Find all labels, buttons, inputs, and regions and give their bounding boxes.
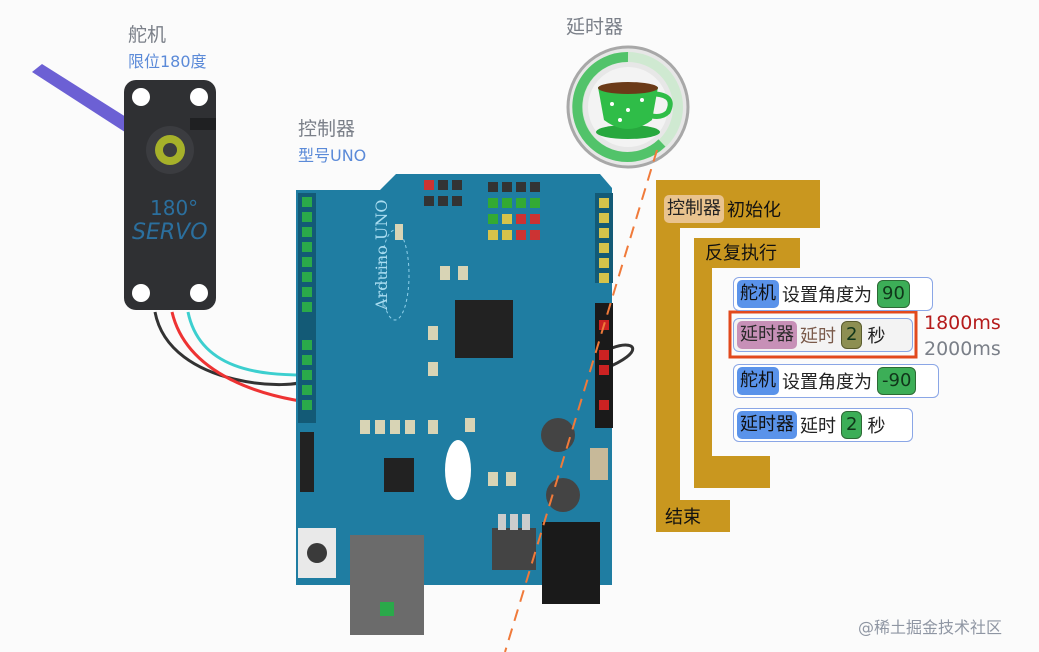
servo-set-angle-block-2[interactable]: 舵机 设置角度为 -90 — [733, 364, 939, 398]
delay-label: 延时 — [800, 416, 836, 437]
arduino-board[interactable] — [296, 174, 613, 635]
servo-chip[interactable]: 舵机 — [737, 367, 779, 395]
servo-model-label: SERVO — [132, 220, 208, 245]
servo-angle-label: 180° — [150, 196, 199, 220]
servo-subtitle: 限位180度 — [128, 52, 207, 71]
timer-device[interactable] — [566, 45, 690, 169]
init-block[interactable]: 控制器 初始化 — [664, 194, 784, 224]
guide-line — [504, 149, 658, 652]
highlight-box — [728, 310, 918, 359]
loop-label: 反复执行 — [705, 243, 777, 264]
board-label: Arduino UNO — [372, 199, 391, 311]
delay-unit: 秒 — [867, 416, 886, 437]
delay-unit: 秒 — [867, 326, 886, 347]
controller-chip[interactable]: 控制器 — [664, 195, 724, 223]
controller-title: 控制器 — [298, 118, 356, 140]
end-block[interactable]: 结束 — [662, 502, 704, 530]
angle-value-input[interactable]: -90 — [877, 367, 917, 395]
timer-chip[interactable]: 延时器 — [737, 321, 797, 349]
servo-title: 舵机 — [128, 24, 167, 46]
servo-body[interactable] — [124, 80, 216, 310]
init-label: 初始化 — [727, 200, 781, 221]
delay-value-input[interactable]: 2 — [841, 411, 863, 439]
set-angle-label: 设置角度为 — [782, 285, 872, 306]
timer-title: 延时器 — [566, 16, 624, 38]
servo-chip[interactable]: 舵机 — [737, 280, 779, 308]
timer-chip[interactable]: 延时器 — [737, 411, 797, 439]
delay-label: 延时 — [800, 326, 836, 347]
delay-block-2[interactable]: 延时器 延时 2 秒 — [733, 408, 913, 442]
end-label: 结束 — [665, 507, 701, 528]
controller-subtitle: 型号UNO — [298, 146, 367, 165]
delay-value-input[interactable]: 2 — [841, 321, 863, 349]
angle-value-input[interactable]: 90 — [877, 280, 910, 308]
expected-delay-annotation: 2000ms — [924, 338, 1001, 360]
servo-set-angle-block-1[interactable]: 舵机 设置角度为 90 — [733, 277, 933, 311]
watermark: @稀土掘金技术社区 — [858, 618, 1003, 637]
set-angle-label: 设置角度为 — [782, 372, 872, 393]
loop-block[interactable]: 反复执行 — [702, 238, 780, 266]
actual-delay-annotation: 1800ms — [924, 312, 1001, 334]
delay-block-1[interactable]: 延时器 延时 2 秒 — [733, 318, 913, 352]
